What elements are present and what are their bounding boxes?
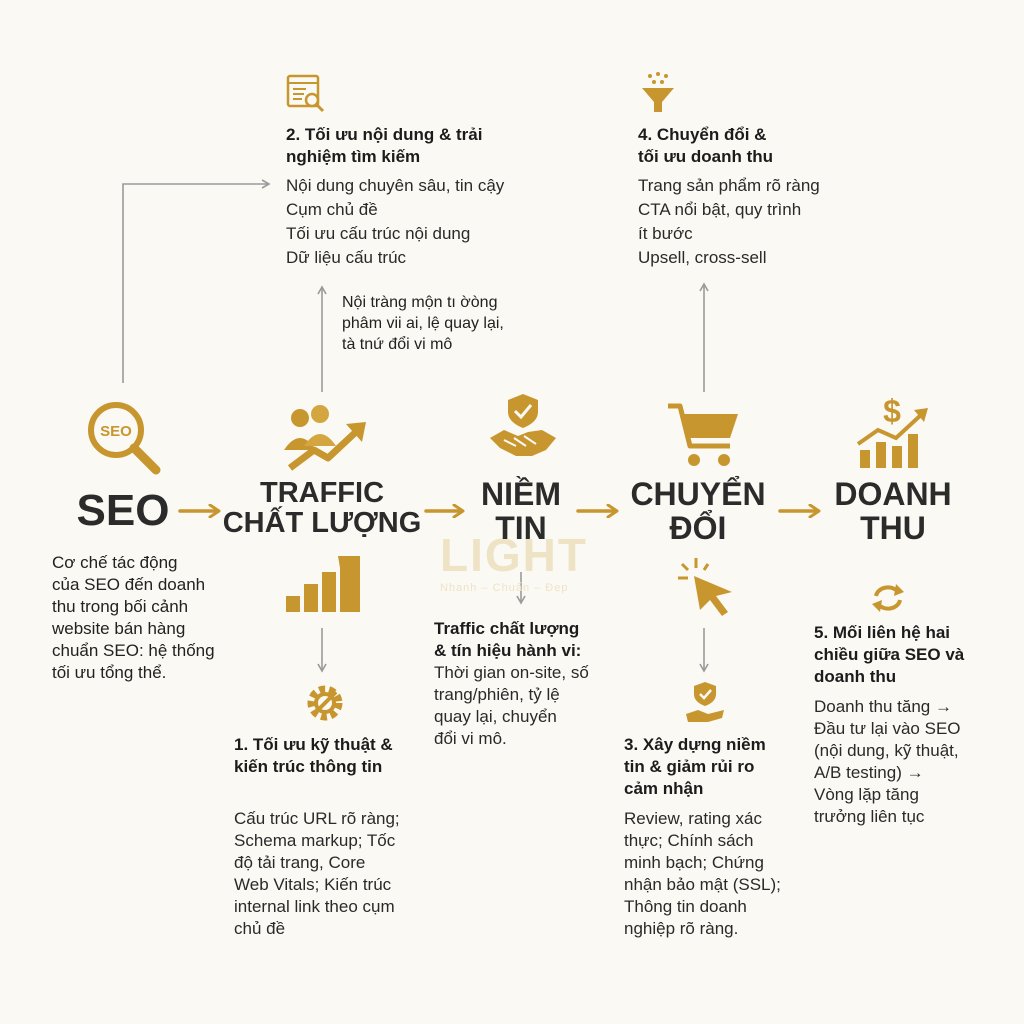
dollar-chart-icon: $ [852, 392, 932, 472]
seo-to-content-connector [122, 179, 271, 383]
box1-title: 1. Tối ưu kỹ thuật & kiến trúc thông tin [234, 735, 393, 776]
funnel-icon [640, 72, 676, 114]
watermark-tagline: Nhanh – Chuẩn – Đẹp [440, 582, 569, 594]
intro-text: Cơ chế tác động của SEO đến doanh thu tr… [52, 553, 215, 682]
seo-magnifier-icon: SEO [84, 398, 164, 478]
box5-title: 5. Mối liên hệ hai chiều giữa SEO và doa… [814, 623, 965, 686]
stage-seo-label: SEO [76, 486, 170, 535]
gear-wrench-icon [302, 680, 348, 726]
bar-chart-icon [284, 552, 364, 614]
document-search-icon [286, 74, 326, 114]
svg-text:$: $ [883, 393, 901, 429]
box4-body: Trang sản phẩm rõ ràng CTA nổi bật, quy … [638, 176, 820, 267]
watermark-brand: LIGHT [440, 529, 588, 581]
svg-text:SEO: SEO [100, 423, 132, 440]
shopping-cart-icon [664, 400, 744, 472]
box2-body: Nội dung chuyên sâu, tin cậy Cụm chủ đề … [286, 176, 505, 267]
cursor-click-icon [676, 556, 738, 618]
cycle-arrows-icon [870, 582, 906, 614]
handshake-shield-icon [486, 392, 560, 462]
traffic-note-title: Traffic chất lượng & tín hiệu hành vi: [434, 619, 582, 660]
box3-body: Review, rating xác thực; Chính sách minh… [624, 809, 781, 938]
hand-shield-icon [684, 680, 726, 724]
stage-trust-label: NIỀM TIN [481, 476, 561, 546]
box4-title: 4. Chuyển đổi & tối ưu doanh thu [638, 125, 774, 166]
people-growth-icon [280, 402, 370, 474]
stage-revenue-label: DOANH THU [834, 476, 952, 546]
box5-body: Doanh thu tăng → Đầu tư lại vào SEO (nội… [814, 697, 961, 826]
stage-conversion-label: CHUYỂN ĐỔI [630, 476, 766, 546]
box1-body: Cấu trúc URL rõ ràng; Schema markup; Tốc… [234, 809, 400, 938]
box2-title: 2. Tối ưu nội dung & trải nghiệm tìm kiế… [286, 125, 483, 166]
traffic-note-body: Thời gian on-site, số trang/phiên, tỷ lệ… [434, 663, 589, 748]
box2-note: Nội tràng mộn tı ờòng phâm vii ai, lệ qu… [342, 294, 504, 353]
box3-title: 3. Xây dựng niềm tin & giảm rủi ro cảm n… [624, 735, 766, 798]
stage-traffic-label: TRAFFIC CHẤT LƯỢNG [222, 477, 422, 540]
